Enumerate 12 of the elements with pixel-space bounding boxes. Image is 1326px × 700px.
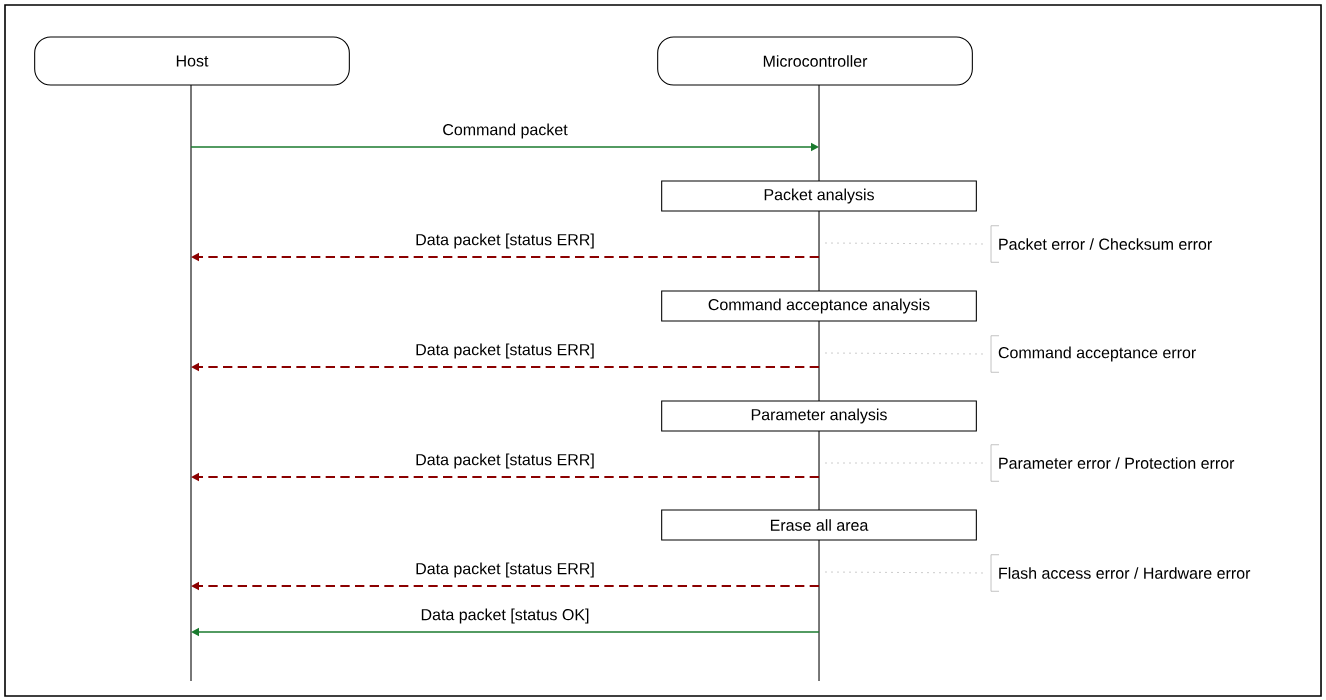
edge-label: Data packet [status ERR] xyxy=(413,561,597,579)
edge-label: Data packet [status ERR] xyxy=(413,342,597,360)
edge-label: Data packet [status OK] xyxy=(419,607,591,625)
edge-label: Command packet xyxy=(441,122,570,140)
note: Parameter error / Protection error xyxy=(990,444,1235,482)
note: Command acceptance error xyxy=(990,335,1196,373)
edge-label: Data packet [status ERR] xyxy=(413,232,597,250)
note: Flash access error / Hardware error xyxy=(990,554,1251,592)
edge-label: Data packet [status ERR] xyxy=(413,452,597,470)
participant-box: Microcontroller xyxy=(657,36,973,86)
participant-box: Host xyxy=(34,36,350,86)
note: Packet error / Checksum error xyxy=(990,225,1212,263)
